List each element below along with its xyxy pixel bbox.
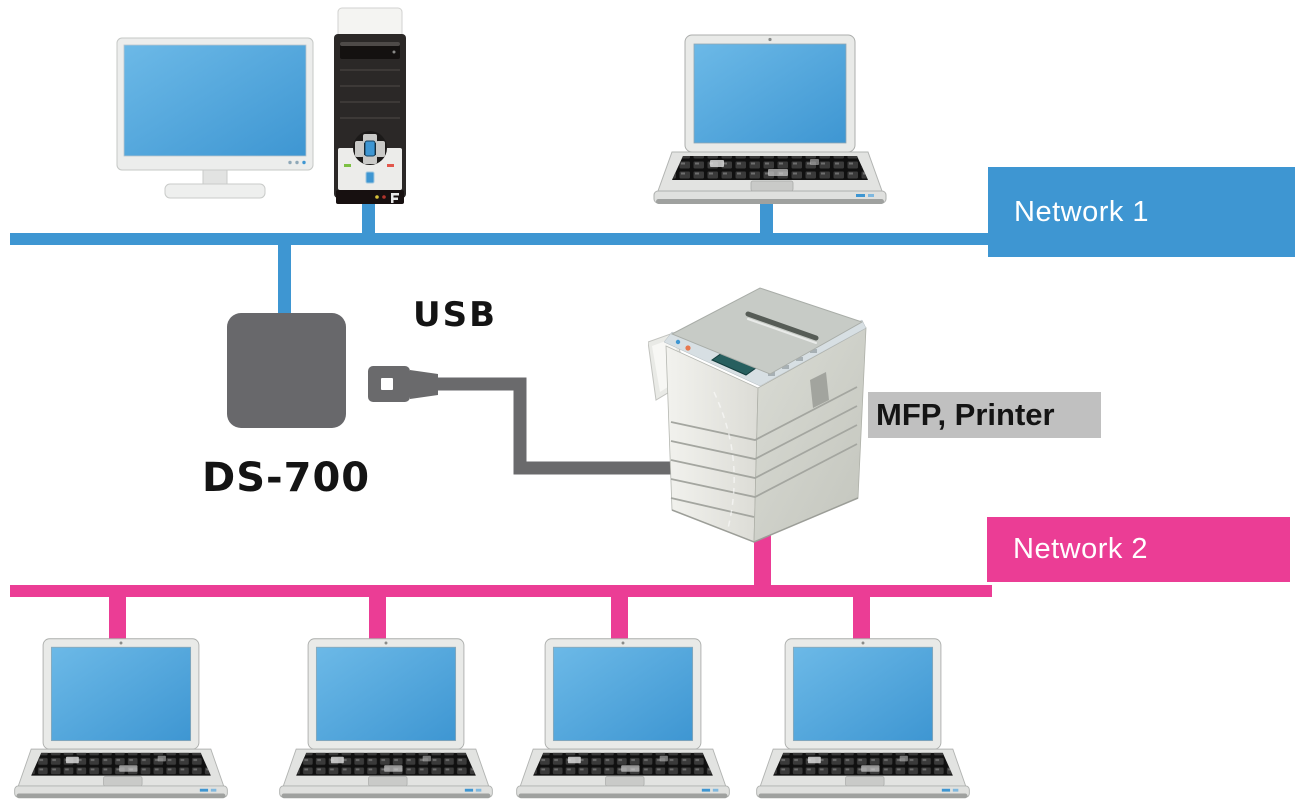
usb-label: USB [413, 295, 498, 335]
laptop-icon [650, 30, 890, 208]
network1-label-text: Network 1 [1014, 195, 1150, 228]
mfp-printer-label-text: MFP, Printer [876, 397, 1055, 432]
laptop-icon [276, 634, 496, 802]
network1-label: Network 1 [988, 167, 1295, 257]
network2-drop-printer [754, 535, 771, 587]
laptop-icon [513, 634, 733, 802]
laptop-icon [11, 634, 231, 802]
network2-bus-line [10, 585, 992, 597]
network2-drop-laptop-2 [369, 594, 386, 642]
network2-drop-laptop-3 [611, 594, 628, 642]
network2-label-text: Network 2 [1013, 533, 1149, 565]
laptop-icon [753, 634, 973, 802]
desktop-monitor-icon [116, 37, 314, 199]
network2-drop-laptop-1 [109, 594, 126, 642]
network2-drop-laptop-4 [853, 594, 870, 642]
mfp-printer-label: MFP, Printer [868, 392, 1101, 438]
pc-tower-icon [334, 7, 406, 204]
usb-cable-icon [368, 366, 680, 475]
network1-drop-desktop [362, 202, 375, 235]
network1-drop-ds700 [278, 243, 291, 315]
mfp-printer-icon [648, 287, 867, 543]
network1-bus-line [10, 233, 990, 245]
network1-drop-laptop [760, 196, 773, 235]
ds-700-label: DS-700 [202, 455, 371, 501]
ds-700-device-icon [227, 313, 346, 428]
network2-label: Network 2 [987, 517, 1290, 582]
